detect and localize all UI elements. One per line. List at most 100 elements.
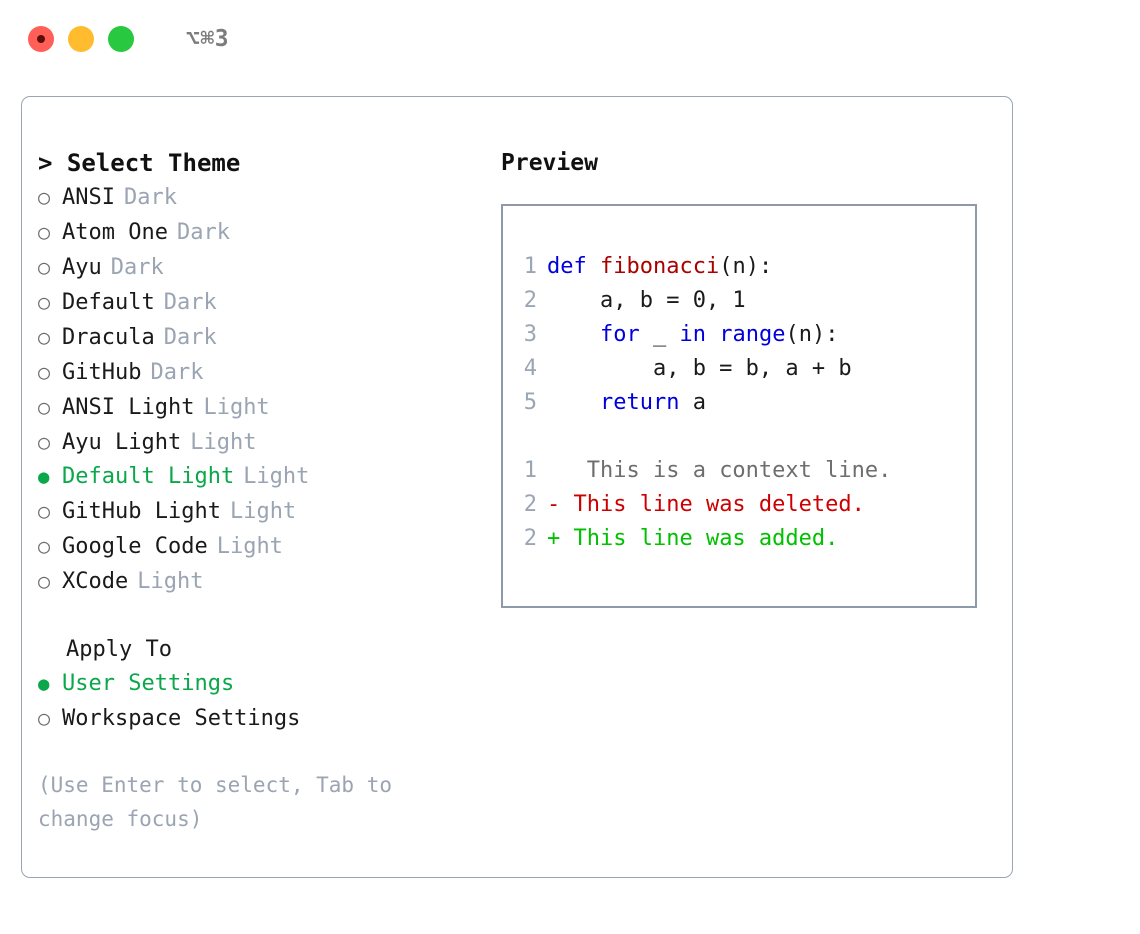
code-token-kw: range	[719, 322, 786, 347]
code-line: 4 a, b = b, a + b	[503, 352, 975, 386]
apply-to-heading: Apply To	[66, 637, 172, 662]
code-line-text: def fibonacci(n):	[547, 250, 772, 284]
diff-line: 2+ This line was added.	[503, 522, 975, 556]
diff-marker: -	[547, 492, 561, 517]
code-line-number: 2	[523, 288, 537, 313]
theme-option-label: Dracula	[62, 325, 155, 350]
code-token-pun: a, b = 0, 1	[547, 288, 746, 313]
diff-line-number: 2	[523, 492, 537, 517]
code-token-kw: for	[599, 322, 640, 347]
theme-option-label: ANSI Light	[62, 395, 195, 420]
diff-line-text: This line was deleted.	[560, 492, 865, 517]
keyboard-hint-text: (Use Enter to select, Tab to change focu…	[38, 773, 405, 831]
code-line-number: 1	[523, 254, 537, 279]
radio-unselected-icon: ○	[38, 395, 51, 419]
code-token-kw: in	[679, 322, 706, 347]
theme-option-ansi-light[interactable]: ○ ANSI Light Light	[38, 390, 498, 425]
zoom-button[interactable]	[108, 26, 134, 52]
code-token-pun: (n):	[785, 322, 839, 347]
preview-heading: Preview	[501, 150, 598, 176]
theme-option-variant-tag: Light	[203, 395, 270, 420]
theme-option-label: ANSI	[62, 185, 115, 210]
theme-option-variant-tag: Dark	[123, 185, 177, 210]
code-line-number: 4	[523, 356, 537, 381]
code-token-pun: a	[679, 390, 706, 415]
code-token-pun	[706, 322, 719, 347]
radio-unselected-icon: ○	[38, 185, 51, 209]
theme-option-label: XCode	[62, 569, 129, 594]
theme-option-label: GitHub	[62, 360, 142, 385]
radio-unselected-icon: ○	[38, 290, 51, 314]
code-line: 2 a, b = 0, 1	[503, 284, 975, 318]
code-line-number: 3	[523, 322, 537, 347]
theme-option-ansi[interactable]: ○ ANSI Dark	[38, 180, 498, 215]
theme-option-variant-tag: Light	[243, 464, 310, 489]
radio-selected-icon: ●	[38, 466, 50, 488]
theme-option-label: GitHub Light	[62, 499, 221, 524]
code-line: 5 return a	[503, 386, 975, 420]
diff-line-number: 2	[523, 526, 537, 551]
apply-to-option-label: User Settings	[62, 671, 235, 696]
theme-option-label: Ayu Light	[62, 430, 182, 455]
code-token-pun: a, b = b, a + b	[547, 356, 852, 381]
theme-option-variant-tag: Dark	[163, 290, 217, 315]
radio-unselected-icon: ○	[38, 569, 51, 593]
code-token-pun: (n):	[719, 254, 773, 279]
theme-option-variant-tag: Light	[190, 430, 257, 455]
minimize-button[interactable]	[68, 26, 94, 52]
code-line-text: for _ in range(n):	[547, 318, 838, 352]
radio-unselected-icon: ○	[38, 325, 51, 349]
code-token-kw: def	[547, 254, 587, 279]
diff-sample: 1 This is a context line. 2- This line wa…	[503, 454, 975, 556]
code-line-number: 5	[523, 390, 537, 415]
apply-to-option-workspace-settings[interactable]: ○Workspace Settings	[38, 701, 498, 736]
window-controls	[28, 26, 134, 52]
code-line: 3 for _ in range(n):	[503, 318, 975, 352]
theme-option-variant-tag: Light	[229, 499, 297, 524]
diff-marker	[547, 454, 560, 488]
code-token-pun	[547, 390, 600, 415]
code-token-pun	[547, 322, 600, 347]
window-title: ⌥⌘3	[186, 25, 230, 52]
theme-option-variant-tag: Dark	[110, 255, 164, 280]
radio-unselected-icon: ○	[38, 255, 51, 279]
close-button[interactable]	[28, 26, 54, 52]
apply-to-option-user-settings[interactable]: ● User Settings	[38, 667, 498, 701]
radio-unselected-icon: ○	[38, 220, 51, 244]
radio-unselected-icon: ○	[38, 499, 51, 523]
apply-to-option-label: Workspace Settings	[62, 706, 301, 731]
diff-line-number: 1	[523, 458, 537, 483]
theme-option-label: Google Code	[62, 534, 208, 559]
code-line-text: a, b = 0, 1	[547, 284, 746, 318]
diff-line: 1 This is a context line.	[503, 454, 975, 488]
window-titlebar: ⌥⌘3	[0, 0, 1140, 78]
list-spacer	[38, 599, 498, 633]
select-theme-heading: > Select Theme	[38, 149, 241, 177]
code-token-pun	[587, 254, 600, 279]
code-line-text: return a	[547, 386, 706, 420]
theme-option-variant-tag: Dark	[176, 220, 230, 245]
apply-to-list: ● User Settings ○Workspace Settings	[38, 667, 498, 736]
radio-unselected-icon: ○	[38, 360, 51, 384]
radio-selected-icon: ●	[38, 673, 50, 695]
code-diff-separator	[503, 420, 975, 454]
theme-option-github-light[interactable]: ○ GitHub Light Light	[38, 494, 498, 529]
diff-line-text: This is a context line.	[560, 458, 892, 483]
code-token-kw: return	[599, 390, 680, 415]
diff-marker: +	[547, 526, 561, 551]
